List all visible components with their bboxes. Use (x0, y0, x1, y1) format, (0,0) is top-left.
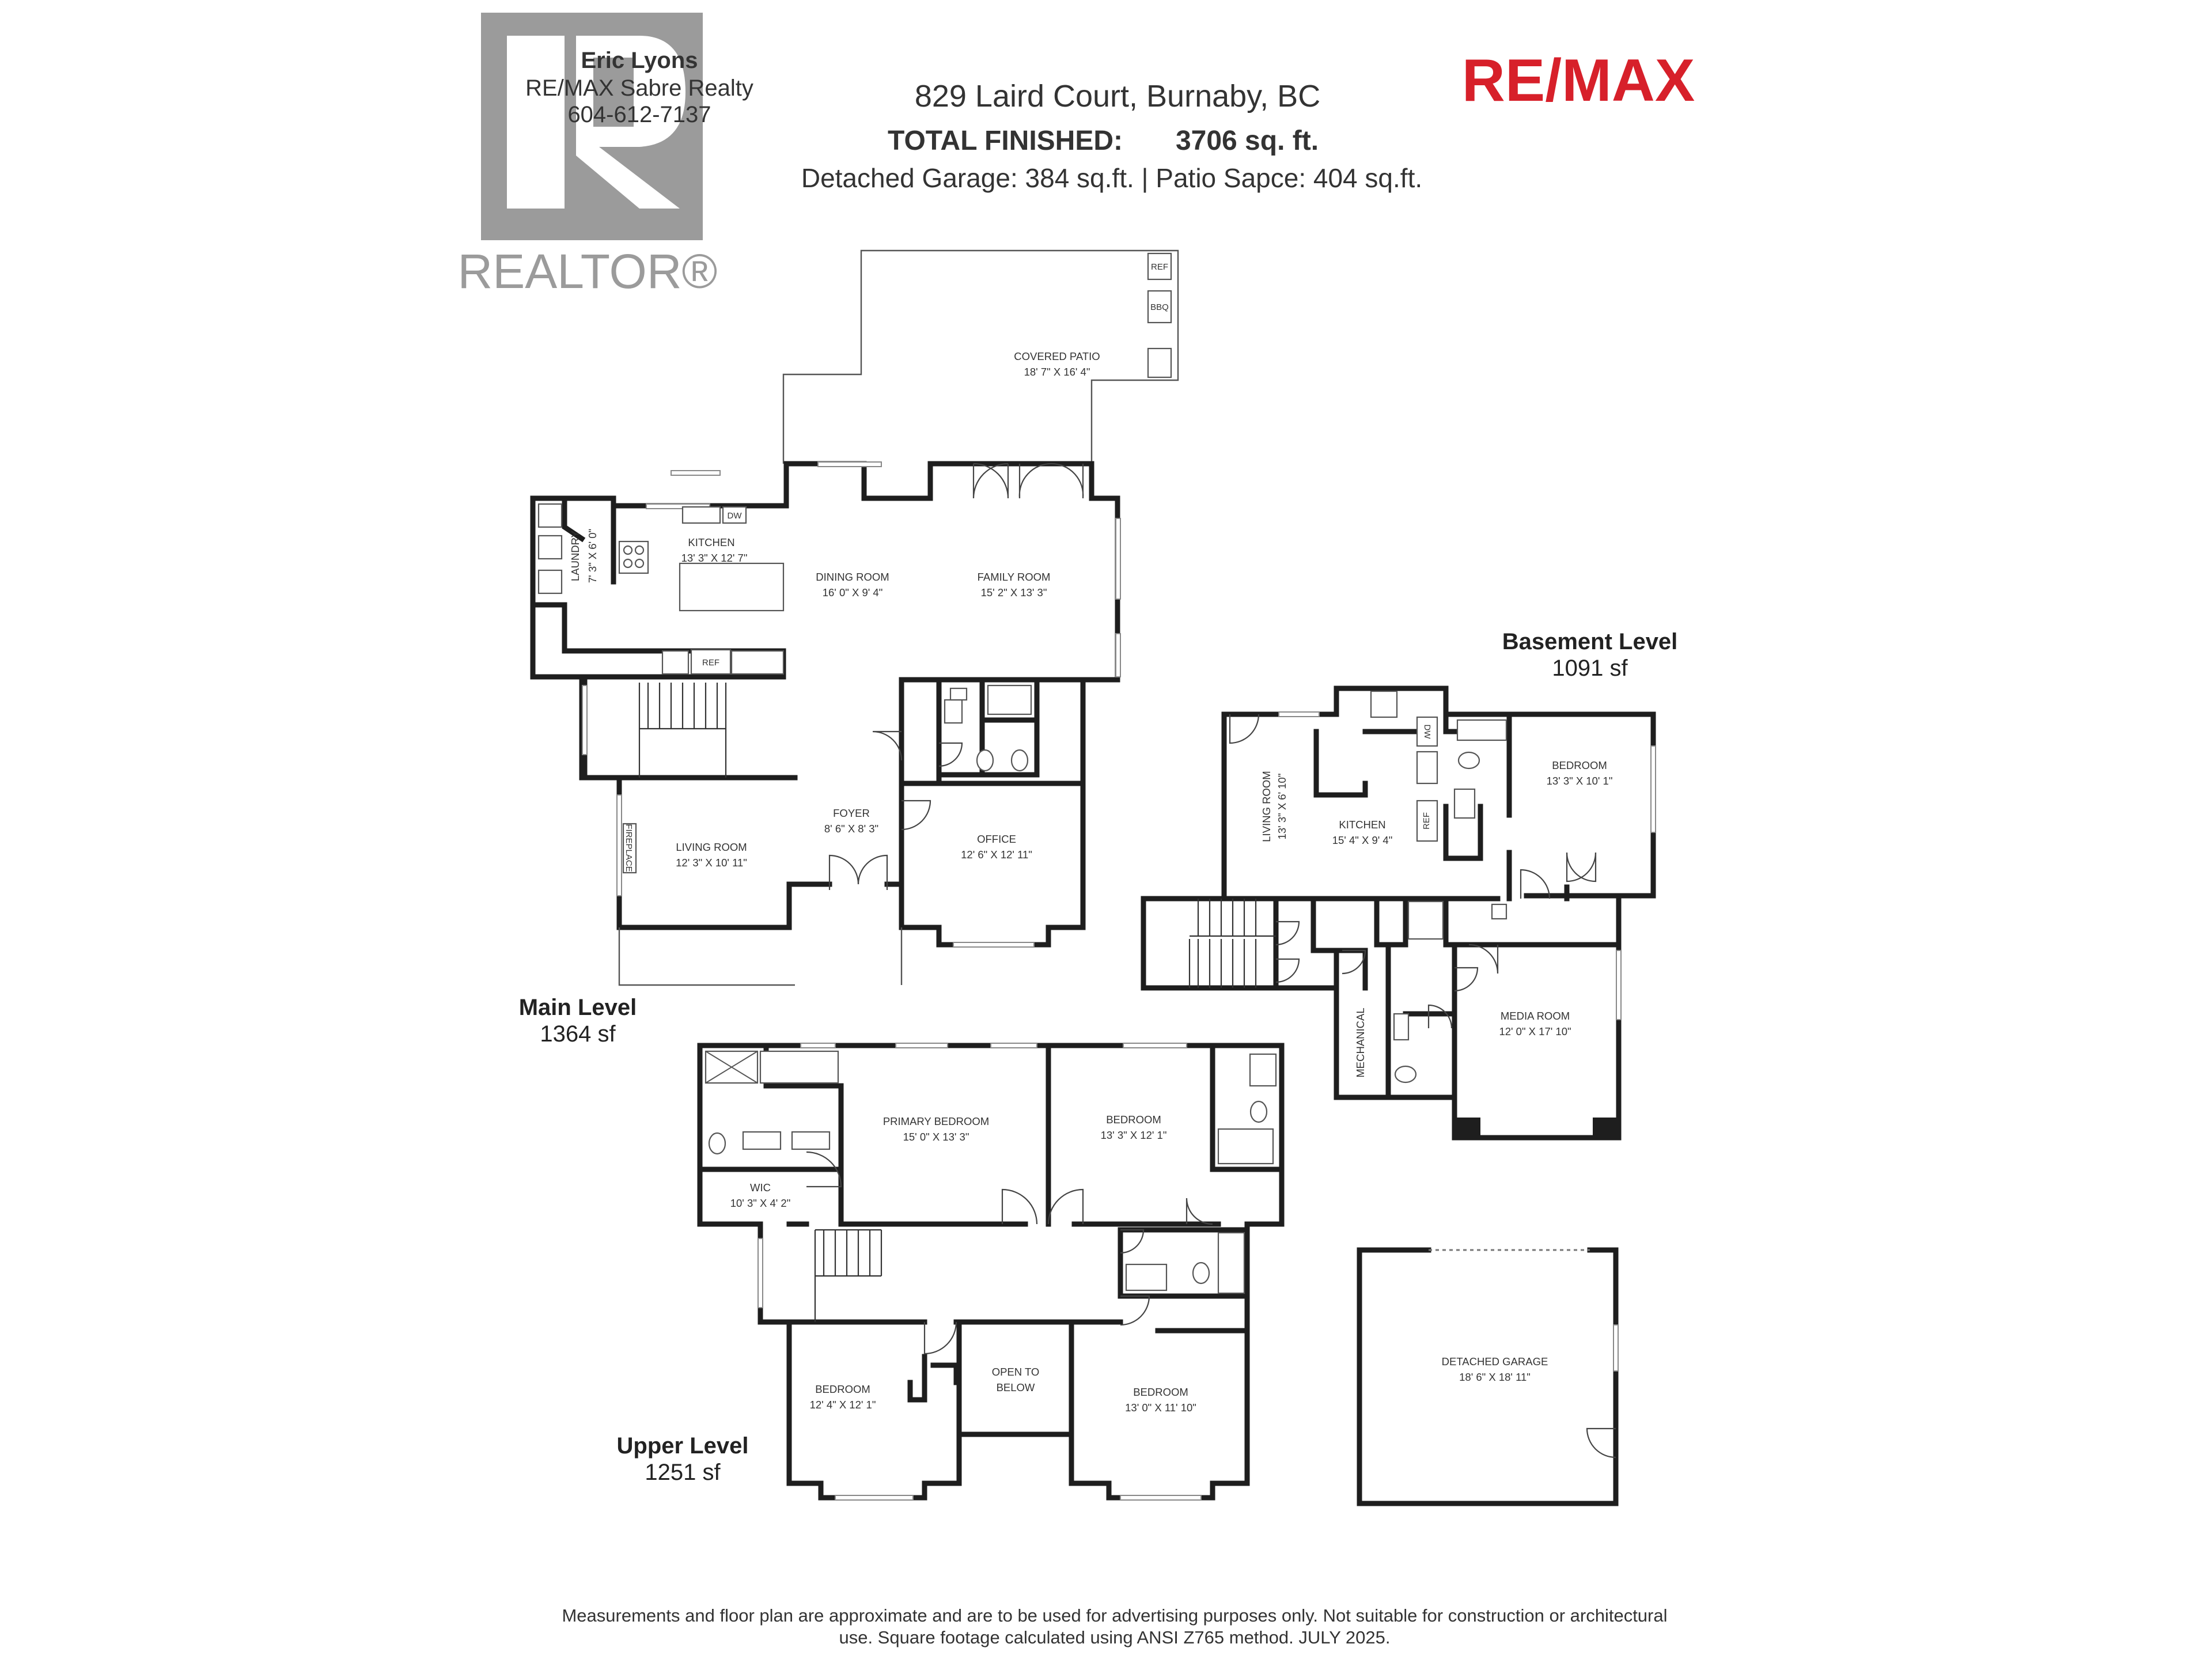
ref-main: REF (702, 658, 719, 668)
dw-main: DW (728, 511, 743, 521)
dim-family-room: 15' 2" X 13' 3" (981, 586, 1047, 599)
fireplace-label: FIREPLACE (624, 824, 634, 872)
label-mechanical: MECHANICAL (1354, 1007, 1366, 1077)
dim-dining-room: 16' 0" X 9' 4" (823, 586, 883, 599)
dim-foyer: 8' 6" X 8' 3" (824, 823, 878, 835)
label-covered-patio: COVERED PATIO (1014, 350, 1100, 362)
dim-bedroom-upper-3: 13' 0" X 11' 10" (1125, 1402, 1196, 1414)
dim-media-room: 12' 0" X 17' 10" (1499, 1025, 1571, 1037)
dim-kitchen-main: 13' 3" X 12' 7" (681, 552, 748, 564)
upper-level-title: Upper Level (617, 1433, 749, 1459)
label-bedroom-upper-2: BEDROOM (815, 1383, 870, 1395)
dim-bedroom-upper-1: 13' 3" X 12' 1" (1101, 1129, 1167, 1141)
patio-ref-label: REF (1151, 262, 1168, 272)
label-living-room-bsmt: LIVING ROOM (1260, 771, 1272, 842)
dim-office: 12' 6" X 12' 11" (961, 849, 1032, 861)
ref-bsmt: REF (1422, 812, 1431, 830)
covered-patio-outline (782, 249, 1179, 498)
basement-level-plan: DW REF LIVING ROOM 13' 3" X 6' 10" KITCH… (1141, 685, 1656, 1141)
label-open-to-below-2: BELOW (997, 1381, 1035, 1393)
label-bedroom-upper-1: BEDROOM (1106, 1113, 1161, 1126)
dim-bedroom-upper-2: 12' 4" X 12' 1" (810, 1399, 876, 1411)
label-detached-garage: DETACHED GARAGE (1442, 1355, 1548, 1368)
label-media-room: MEDIA ROOM (1501, 1010, 1570, 1022)
remax-logo: RE/MAX (1462, 47, 1695, 114)
label-primary-bedroom: PRIMARY BEDROOM (883, 1115, 989, 1127)
dim-wic: 10' 3" X 4' 2" (730, 1197, 791, 1209)
dim-primary-bedroom: 15' 0" X 13' 3" (903, 1131, 969, 1143)
realtor-logo: REALTOR® (458, 13, 718, 298)
realtor-wordmark: REALTOR® (458, 244, 718, 298)
extras-summary: Detached Garage: 384 sq.ft. | Patio Sapc… (801, 163, 1422, 193)
label-kitchen-bsmt: KITCHEN (1339, 819, 1385, 831)
total-finished-value: 3706 sq. ft. (1176, 126, 1319, 156)
label-office: OFFICE (977, 833, 1016, 845)
dim-living-room-bsmt: 13' 3" X 6' 10" (1276, 774, 1288, 840)
dim-kitchen-bsmt: 15' 4" X 9' 4" (1332, 834, 1393, 846)
label-wic: WIC (750, 1181, 771, 1194)
basement-stairs (1188, 899, 1276, 988)
patio-ref (1147, 252, 1172, 281)
label-dining-room: DINING ROOM (816, 571, 889, 583)
basement-level-title: Basement Level (1502, 629, 1678, 654)
basement-level-area: 1091 sf (1552, 656, 1628, 681)
disclaimer-line-2: use. Square footage calculated using ANS… (839, 1627, 1390, 1647)
main-level-plan: REF BBQ (530, 249, 1179, 986)
main-level-area: 1364 sf (540, 1021, 616, 1047)
main-level-title: Main Level (519, 995, 637, 1020)
agent-phone: 604-612-7137 (567, 102, 711, 127)
total-finished-label: TOTAL FINISHED: (888, 126, 1123, 156)
label-kitchen-main: KITCHEN (688, 536, 734, 548)
property-address: 829 Laird Court, Burnaby, BC (915, 79, 1320, 113)
dim-bedroom-bsmt: 13' 3" X 10' 1" (1547, 775, 1613, 787)
dim-detached-garage: 18' 6" X 18' 11" (1459, 1371, 1531, 1383)
agent-name: Eric Lyons (581, 48, 698, 73)
patio-bbq (1147, 290, 1172, 324)
label-bedroom-upper-3: BEDROOM (1133, 1386, 1188, 1398)
label-foyer: FOYER (833, 807, 870, 819)
upper-level-area: 1251 sf (645, 1460, 721, 1485)
label-living-room-main: LIVING ROOM (676, 841, 747, 853)
detached-garage-plan: DETACHED GARAGE 18' 6" X 18' 11" (1357, 1247, 1619, 1506)
dim-living-room-main: 12' 3" X 10' 11" (676, 857, 747, 869)
patio-sink (1147, 347, 1172, 378)
label-bedroom-bsmt: BEDROOM (1552, 759, 1607, 771)
label-family-room: FAMILY ROOM (978, 571, 1051, 583)
disclaimer-line-1: Measurements and floor plan are approxim… (562, 1605, 1667, 1626)
main-stairs (638, 683, 727, 778)
upper-level-plan: PRIMARY BEDROOM 15' 0" X 13' 3" WIC 10' … (697, 1043, 1285, 1501)
kitchen-island (679, 562, 785, 612)
dim-covered-patio: 18' 7" X 16' 4" (1024, 366, 1090, 378)
patio-bbq-label: BBQ (1150, 302, 1169, 312)
dw-bsmt: DW (1422, 725, 1432, 740)
label-laundry: LAUNDRY (569, 531, 581, 581)
agent-brokerage: RE/MAX Sabre Realty (525, 75, 753, 101)
label-open-to-below: OPEN TO (992, 1366, 1040, 1378)
fireplace (622, 823, 637, 874)
upper-stairs (814, 1229, 882, 1322)
dim-laundry: 7' 3" X 6' 0" (586, 529, 599, 583)
